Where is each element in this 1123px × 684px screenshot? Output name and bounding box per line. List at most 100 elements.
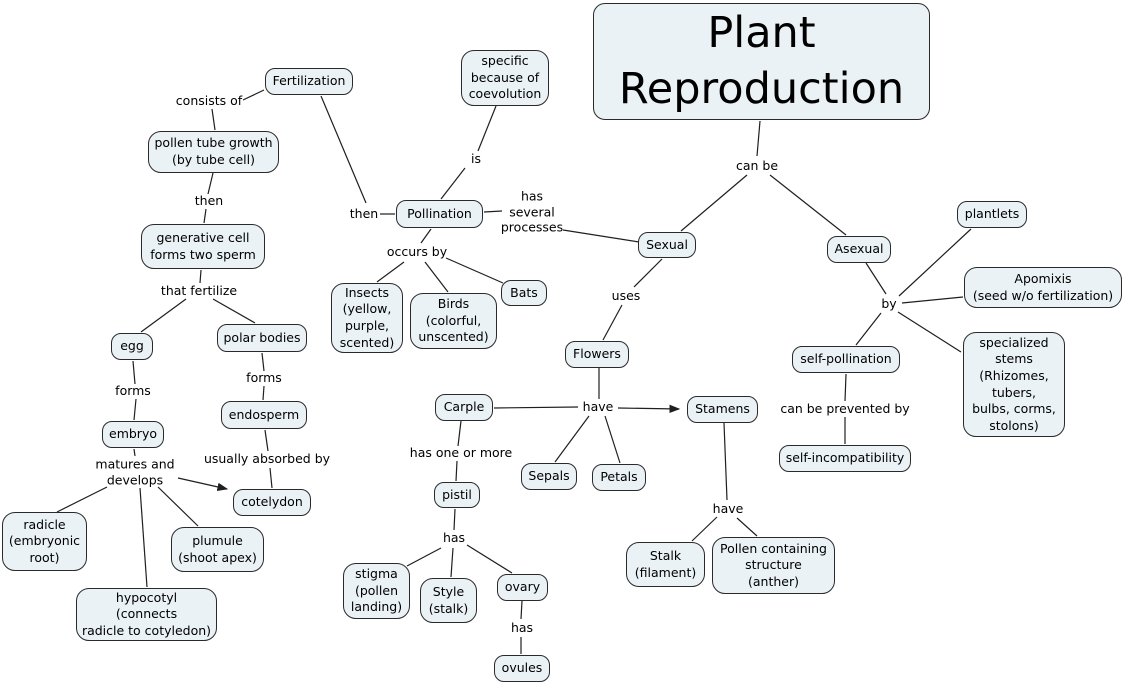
node-pollen-structure[interactable]: Pollen containing structure (anther) xyxy=(712,537,835,594)
edge-label-have-stamens[interactable]: have xyxy=(712,501,744,517)
node-pollen-tube-growth[interactable]: pollen tube growth (by tube cell) xyxy=(148,131,279,173)
node-plantlets[interactable]: plantlets xyxy=(957,201,1027,228)
node-insects[interactable]: Insects (yellow, purple, scented) xyxy=(331,283,403,353)
edge-label-is[interactable]: is xyxy=(471,151,481,167)
connector-line xyxy=(477,105,497,152)
edge-label-has-one-or-more[interactable]: has one or more xyxy=(409,445,513,461)
connector-line xyxy=(139,487,148,588)
edge-label-occurs-by[interactable]: occurs by xyxy=(386,244,448,260)
connector-line xyxy=(898,228,972,297)
connector-line xyxy=(132,360,136,385)
node-embryo[interactable]: embryo xyxy=(102,421,164,448)
connector-line xyxy=(264,429,269,452)
node-stamens[interactable]: Stamens xyxy=(687,396,758,423)
connector-line xyxy=(455,460,458,482)
node-sexual[interactable]: Sexual xyxy=(638,232,696,258)
edge-label-has-several-processes[interactable]: has several processes xyxy=(500,188,564,235)
edge-label-uses[interactable]: uses xyxy=(611,288,641,304)
connector-line xyxy=(212,298,256,324)
edge-label-consists-of[interactable]: consists of xyxy=(175,93,243,109)
edge-label-has-ovary[interactable]: has xyxy=(510,620,534,636)
node-asexual[interactable]: Asexual xyxy=(827,236,891,263)
connector-line xyxy=(756,120,761,157)
edge-label-then-2[interactable]: then xyxy=(349,206,379,222)
connector-line xyxy=(604,415,621,464)
connector-line xyxy=(440,167,466,200)
node-hypocotyl[interactable]: hypocotyl (connects radicle to cotyledon… xyxy=(76,588,217,641)
node-style[interactable]: Style (stalk) xyxy=(420,578,477,623)
edge-label-has-pistil[interactable]: has xyxy=(442,530,466,546)
node-petals[interactable]: Petals xyxy=(592,464,646,491)
edge-label-that-fertilize[interactable]: that fertilize xyxy=(160,283,238,299)
node-apomixis[interactable]: Apomixis (seed w/o fertilization) xyxy=(964,267,1122,308)
connector-line xyxy=(320,95,367,204)
edge-label-forms-egg[interactable]: forms xyxy=(115,383,151,399)
node-endosperm[interactable]: endosperm xyxy=(221,401,307,429)
node-sepals[interactable]: Sepals xyxy=(521,463,577,490)
edge-label-have-flowers[interactable]: have xyxy=(582,399,614,415)
connector-line xyxy=(855,312,882,346)
node-ovary[interactable]: ovary xyxy=(497,574,548,601)
connector-line xyxy=(177,477,229,491)
connector-line xyxy=(466,544,513,574)
connector-line xyxy=(493,406,579,409)
connector-line xyxy=(376,261,405,283)
connector-line xyxy=(261,352,265,372)
node-pistil[interactable]: pistil xyxy=(434,482,480,508)
node-stalk[interactable]: Stalk (filament) xyxy=(626,542,705,587)
node-stigma[interactable]: stigma (pollen landing) xyxy=(343,563,410,619)
node-cotelydon[interactable]: cotelydon xyxy=(233,489,311,516)
connector-line xyxy=(133,448,136,457)
edge-label-then-1[interactable]: then xyxy=(194,193,224,209)
edge-label-usually-absorbed-by[interactable]: usually absorbed by xyxy=(203,451,331,467)
connector-line xyxy=(269,467,273,489)
connector-line xyxy=(199,269,202,284)
node-plumule[interactable]: plumule (shoot apex) xyxy=(171,527,264,572)
connector-line xyxy=(554,415,590,463)
edge-label-can-be[interactable]: can be xyxy=(735,158,779,174)
node-birds[interactable]: Birds (colorful, unscented) xyxy=(410,293,497,349)
node-egg[interactable]: egg xyxy=(111,333,153,360)
node-radicle[interactable]: radicle (embryonic root) xyxy=(2,512,87,571)
edge-label-by[interactable]: by xyxy=(881,296,897,312)
connector-line xyxy=(457,420,462,447)
connector-line xyxy=(207,172,214,195)
node-carple[interactable]: Carple xyxy=(435,394,493,421)
connector-line xyxy=(736,517,758,537)
node-polar-bodies[interactable]: polar bodies xyxy=(217,324,307,352)
node-pollination[interactable]: Pollination xyxy=(396,200,483,228)
connector-line xyxy=(450,547,454,578)
node-ovules[interactable]: ovules xyxy=(494,655,550,682)
edge-label-forms-polar[interactable]: forms xyxy=(246,370,282,386)
connector-line xyxy=(420,228,432,244)
connector-line xyxy=(262,385,265,401)
connector-line xyxy=(453,508,456,531)
connector-line xyxy=(445,257,504,284)
connector-line xyxy=(844,373,847,402)
node-self-incompatibility[interactable]: self-incompatibility xyxy=(779,445,911,472)
edge-label-matures-and-develops[interactable]: matures and develops xyxy=(95,456,175,487)
connector-line xyxy=(56,486,108,513)
connector-line xyxy=(203,208,207,224)
node-self-pollination[interactable]: self-pollination xyxy=(792,346,900,373)
edge-label-can-be-prevented-by[interactable]: can be prevented by xyxy=(780,401,910,417)
connector-line xyxy=(140,298,187,333)
node-plant-reproduction[interactable]: Plant Reproduction xyxy=(593,3,930,120)
node-flowers[interactable]: Flowers xyxy=(565,341,629,368)
node-generative-cell[interactable]: generative cell forms two sperm xyxy=(141,224,265,269)
node-fertilization[interactable]: Fertilization xyxy=(265,68,353,95)
node-bats[interactable]: Bats xyxy=(501,280,547,306)
node-specific-coevolution[interactable]: specific because of coevolution xyxy=(461,50,549,106)
connector-line xyxy=(157,486,199,527)
connector-line xyxy=(483,210,503,213)
connector-line xyxy=(897,311,962,353)
connector-line xyxy=(520,600,523,620)
connector-line xyxy=(633,258,663,288)
connector-line xyxy=(901,296,964,304)
connector-line xyxy=(680,174,748,232)
node-specialized-stems[interactable]: specialized stems (Rhizomes, tubers, bul… xyxy=(963,332,1065,437)
connector-line xyxy=(242,89,265,101)
connector-line xyxy=(723,422,728,501)
